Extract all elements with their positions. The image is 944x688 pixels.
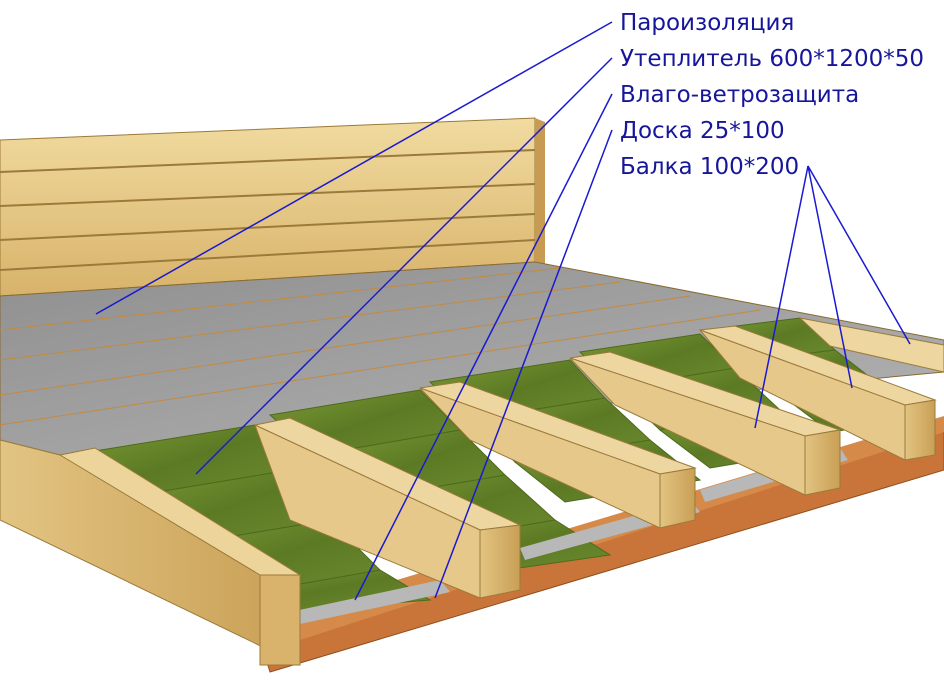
leader-beam-1 <box>754 165 809 429</box>
leader-vapor-barrier <box>95 21 613 315</box>
label-wind-barrier: Влаго-ветрозащита <box>620 82 859 108</box>
leader-beam-3 <box>807 165 911 345</box>
leader-beam-2 <box>807 165 853 389</box>
label-board: Доска 25*100 <box>620 118 785 144</box>
vapor-barrier-film <box>0 261 944 456</box>
label-vapor-barrier: Пароизоляция <box>620 10 794 36</box>
label-beam: Балка 100*200 <box>620 154 799 180</box>
leader-wind-barrier <box>354 93 613 601</box>
leader-lines <box>95 21 911 601</box>
label-insulation: Утеплитель 600*1200*50 <box>620 46 924 72</box>
leader-board <box>434 129 613 599</box>
callout-labels: Пароизоляция Утеплитель 600*1200*50 Влаг… <box>620 10 924 180</box>
beams <box>0 317 944 666</box>
leader-insulation <box>195 57 613 475</box>
